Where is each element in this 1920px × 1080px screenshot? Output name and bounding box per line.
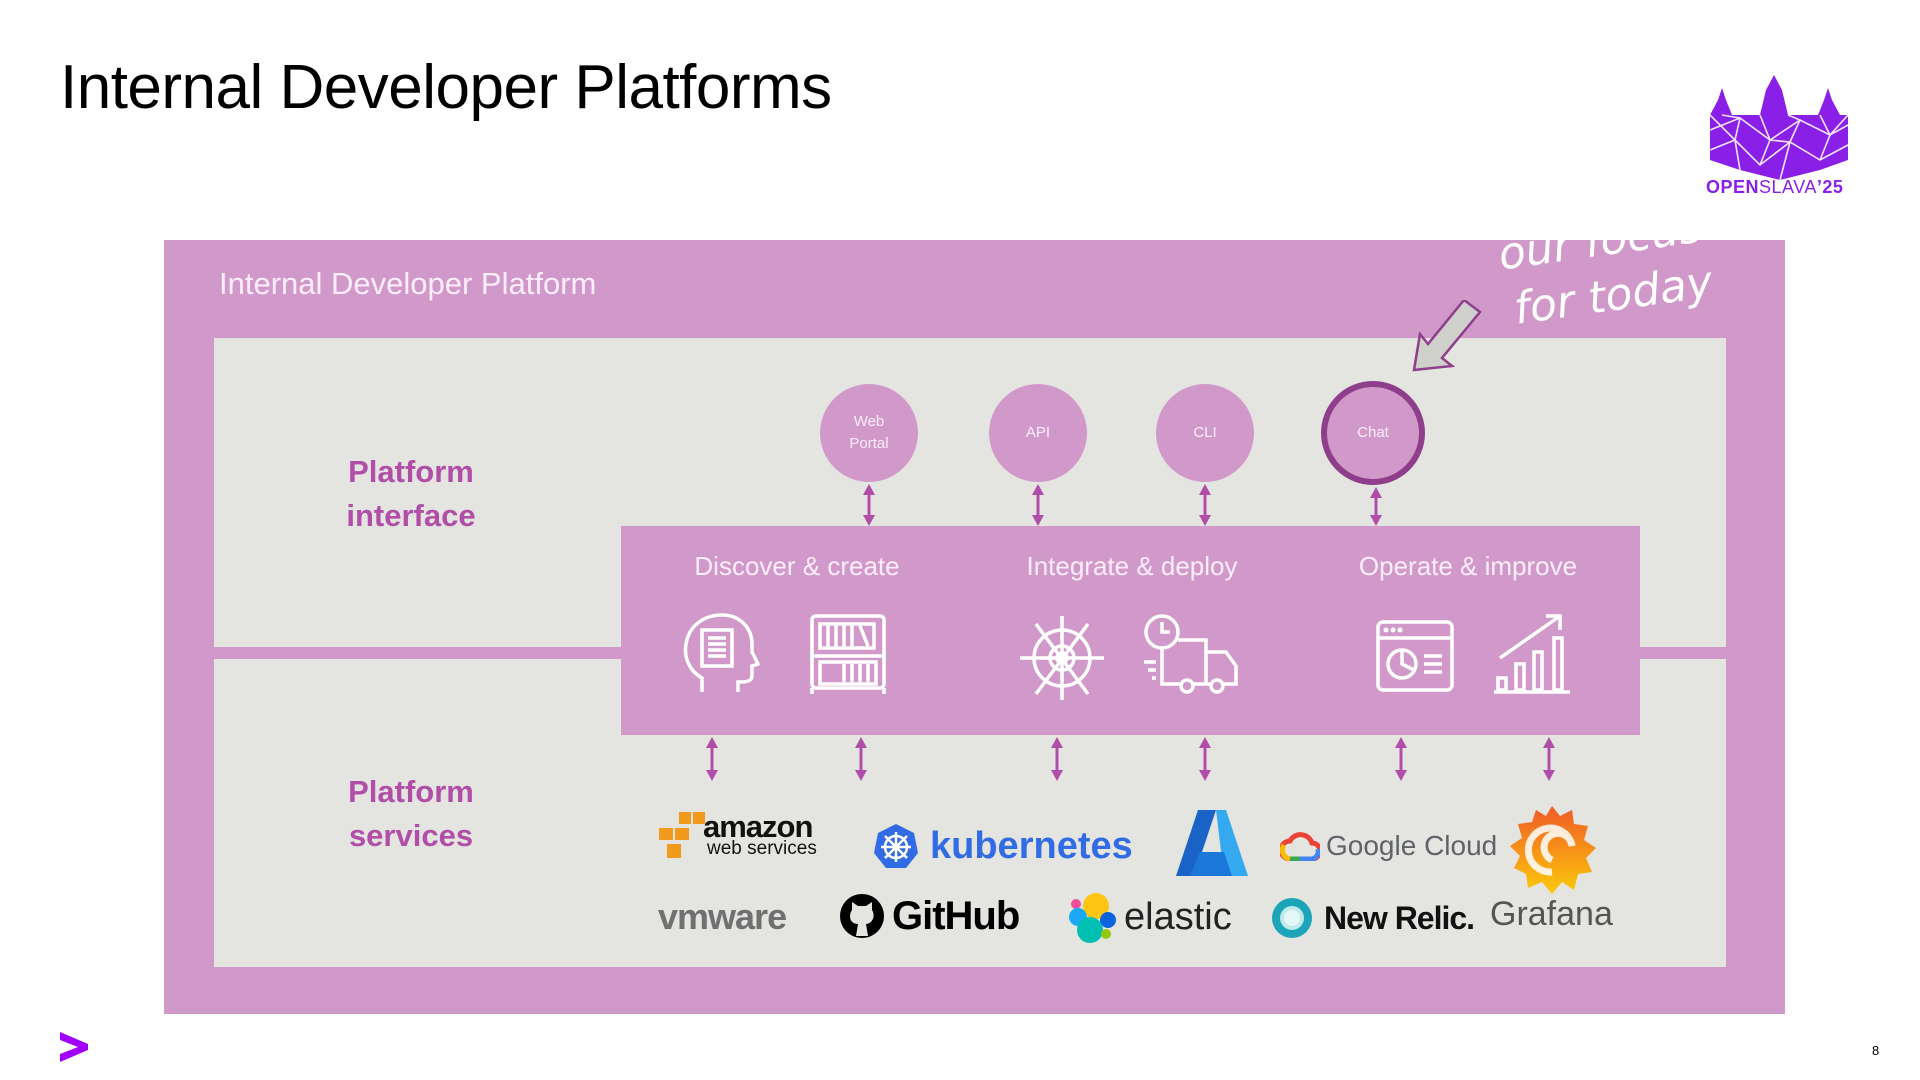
interface-cli[interactable]: CLI (1156, 384, 1254, 482)
arrow-service-3 (1051, 737, 1063, 781)
kubernetes-logo: kubernetes (872, 822, 1133, 870)
chevron-right-logo (60, 1032, 88, 1062)
helm-wheel-icon (1020, 616, 1104, 700)
aws-logo: amazon web services (657, 810, 817, 866)
arrow-chat (1370, 487, 1382, 526)
page-number: 8 (1872, 1043, 1880, 1058)
grafana-logo-icon (1510, 806, 1596, 894)
grafana-logo-text: Grafana (1490, 895, 1613, 933)
arrow-service-6 (1543, 737, 1555, 781)
aws-boxes-icon (659, 812, 705, 858)
arrow-web-portal (863, 484, 875, 526)
new-relic-logo: New Relic. (1270, 896, 1475, 940)
capability-title-integrate: Integrate & deploy (1026, 551, 1238, 581)
bookshelf-icon (810, 614, 886, 694)
elastic-logo: elastic (1066, 890, 1232, 944)
arrow-api (1032, 484, 1044, 526)
vmware-logo: vmware (658, 896, 787, 937)
delivery-truck-clock-icon (1144, 614, 1238, 694)
capability-title-operate: Operate & improve (1358, 551, 1578, 581)
capabilities-band (621, 526, 1640, 735)
platform-container-label: Internal Developer Platform (219, 266, 597, 301)
interface-chat[interactable]: Chat (1321, 381, 1425, 485)
event-logo-text: OPENSLAVA’25 (1706, 177, 1844, 197)
growth-chart-icon (1494, 614, 1570, 694)
dashboard-window-icon (1376, 620, 1454, 692)
kubernetes-helm-icon (874, 824, 918, 868)
github-logo: GitHub (838, 892, 1020, 940)
capability-title-discover: Discover & create (694, 551, 900, 581)
arrow-service-4 (1199, 737, 1211, 781)
arrow-service-5 (1395, 737, 1407, 781)
new-relic-icon (1272, 898, 1312, 938)
google-cloud-icon (1280, 832, 1320, 861)
slide-title: Internal Developer Platforms (60, 53, 832, 122)
google-cloud-logo: Google Cloud (1280, 830, 1497, 862)
arrow-cli (1199, 484, 1211, 526)
github-octocat-icon (840, 894, 884, 938)
castle-icon (1709, 75, 1849, 181)
arrow-service-2 (855, 737, 867, 781)
elastic-icon (1069, 893, 1116, 943)
azure-logo (1176, 810, 1248, 876)
arrow-service-1 (706, 737, 718, 781)
arrow-down-left-icon (1412, 300, 1482, 372)
interface-api[interactable]: API (989, 384, 1087, 482)
head-document-icon (683, 613, 760, 692)
